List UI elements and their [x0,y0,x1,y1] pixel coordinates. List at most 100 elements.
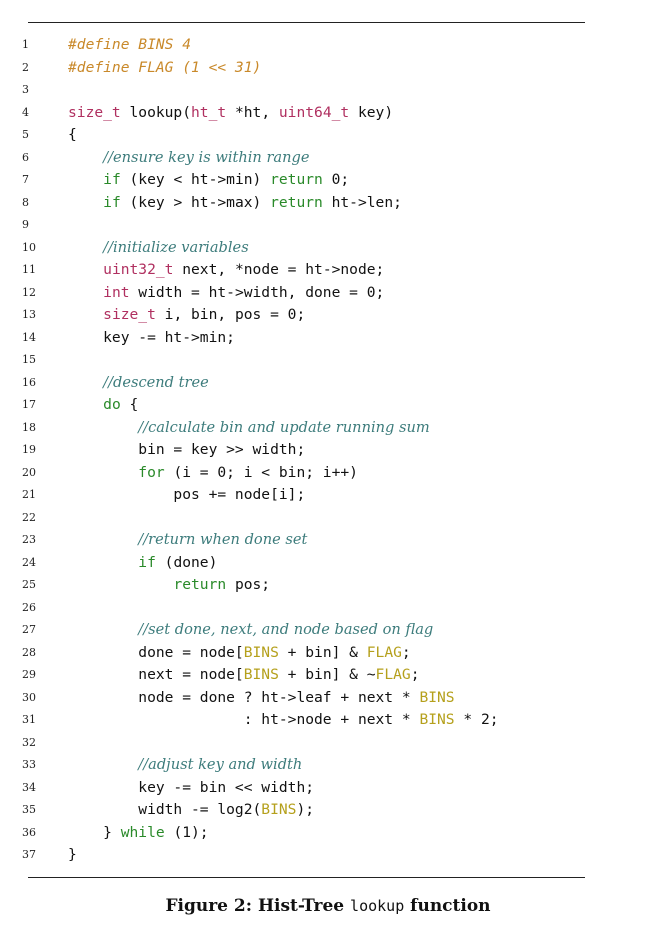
code-token: key) [349,103,394,121]
code-keyword: do [103,396,121,413]
code-token: lookup( [120,103,192,121]
line-number: 7 [22,173,29,186]
code-text: int width = ht->width, done = 0; [68,282,384,305]
code-token [68,396,103,413]
line-number: 24 [22,555,36,569]
code-line: 9 [0,214,656,237]
code-text: node = done ? ht->leaf + next * BINS [68,687,455,710]
code-token: done = node[ [68,643,244,661]
code-line: 8 if (key > ht->max) return ht->len; [0,192,656,215]
code-token: bin = key >> width; [68,441,306,458]
code-line: 34 key -= bin << width; [0,777,656,800]
code-type: ht_t [191,103,227,121]
code-keyword: for [138,463,165,481]
code-token: next, *node = ht->node; [173,261,385,278]
line-number: 11 [22,263,36,276]
line-number: 23 [22,533,36,546]
code-token [68,306,103,323]
code-text: key -= bin << width; [68,777,314,800]
code-token [68,149,103,166]
code-token [68,419,138,436]
code-token: *ht, [226,103,279,121]
line-number: 15 [22,353,36,366]
code-text: return pos; [68,574,270,597]
line-number: 26 [22,600,36,614]
line-number: 20 [22,465,36,479]
caption-suffix: function [404,896,491,916]
code-line: 30 node = done ? ht->leaf + next * BINS [0,687,656,710]
code-token: node = done ? ht->leaf + next * [68,688,420,706]
code-text: //descend tree [68,372,209,395]
code-line: 29 next = node[BINS + bin] & ~FLAG; [0,664,656,687]
code-line: 24 if (done) [0,552,656,575]
code-keyword: return [270,193,323,211]
code-macro: BINS [419,711,455,728]
code-token: width -= log2( [68,801,262,818]
code-comment: //descend tree [103,373,209,391]
code-token: i, bin, pos = 0; [155,306,306,323]
code-line: 7 if (key < ht->min) return 0; [0,169,656,192]
line-number: 28 [22,645,36,659]
code-text: //return when done set [68,529,307,552]
line-number: 12 [22,285,36,299]
top-rule [28,22,585,23]
code-type: size_t [103,306,156,323]
code-text: done = node[BINS + bin] & FLAG; [68,642,410,665]
line-number: 17 [22,398,36,411]
code-line: 15 [0,349,656,372]
figure-caption: Figure 2: Hist-Tree lookup function [0,896,656,916]
code-line: 17 do { [0,394,656,417]
code-text: } while (1); [68,822,208,845]
code-macro: BINS [261,801,297,818]
code-token: (done) [155,553,218,571]
code-token: 0; [322,171,350,188]
code-text: if (done) [68,552,217,575]
code-token: { [120,396,139,413]
code-macro: BINS [419,688,455,706]
code-line: 12 int width = ht->width, done = 0; [0,282,656,305]
code-line: 26 [0,597,656,620]
code-token: ; [410,666,420,683]
code-keyword: return [173,576,227,593]
code-token [68,284,103,301]
line-number: 9 [22,218,29,231]
line-number: 2 [22,60,29,74]
code-line: 32 [0,732,656,755]
code-comment: //adjust key and width [138,756,303,773]
code-token: + bin] & [278,643,367,661]
line-number: 31 [22,713,36,726]
line-number: 16 [22,375,36,389]
code-preprocessor: #define BINS 4 [68,36,192,53]
code-text: { [68,124,77,147]
code-text: //ensure key is within range [68,147,310,170]
line-number: 30 [22,690,36,704]
line-number: 13 [22,308,36,321]
code-line: 25 return pos; [0,574,656,597]
code-keyword: if [138,553,156,571]
code-text: pos += node[i]; [68,484,305,507]
code-line: 35 width -= log2(BINS); [0,799,656,822]
code-text: : ht->node + next * BINS * 2; [68,709,499,732]
code-comment: //ensure key is within range [103,148,310,166]
code-line: 20 for (i = 0; i < bin; i++) [0,462,656,485]
code-type: uint32_t [103,261,174,278]
code-token [68,621,138,638]
code-text: if (key > ht->max) return ht->len; [68,192,402,215]
code-token: * 2; [454,711,499,728]
code-line: 11 uint32_t next, *node = ht->node; [0,259,656,282]
code-text: //adjust key and width [68,754,302,777]
line-number: 8 [22,195,29,209]
code-token: ); [296,801,315,818]
code-text: for (i = 0; i < bin; i++) [68,462,358,485]
code-text: width -= log2(BINS); [68,799,314,822]
code-line: 36 } while (1); [0,822,656,845]
code-text: //set done, next, and node based on flag [68,619,433,642]
code-token [68,374,103,391]
code-token: key -= ht->min; [68,328,235,346]
code-line: 10 //initialize variables [0,237,656,260]
code-comment: //set done, next, and node based on flag [138,621,434,638]
code-token [68,261,103,278]
code-token: width = ht->width, done = 0; [129,283,385,301]
code-macro: FLAG [375,666,411,683]
code-preprocessor: #define FLAG (1 << 31) [68,58,262,76]
